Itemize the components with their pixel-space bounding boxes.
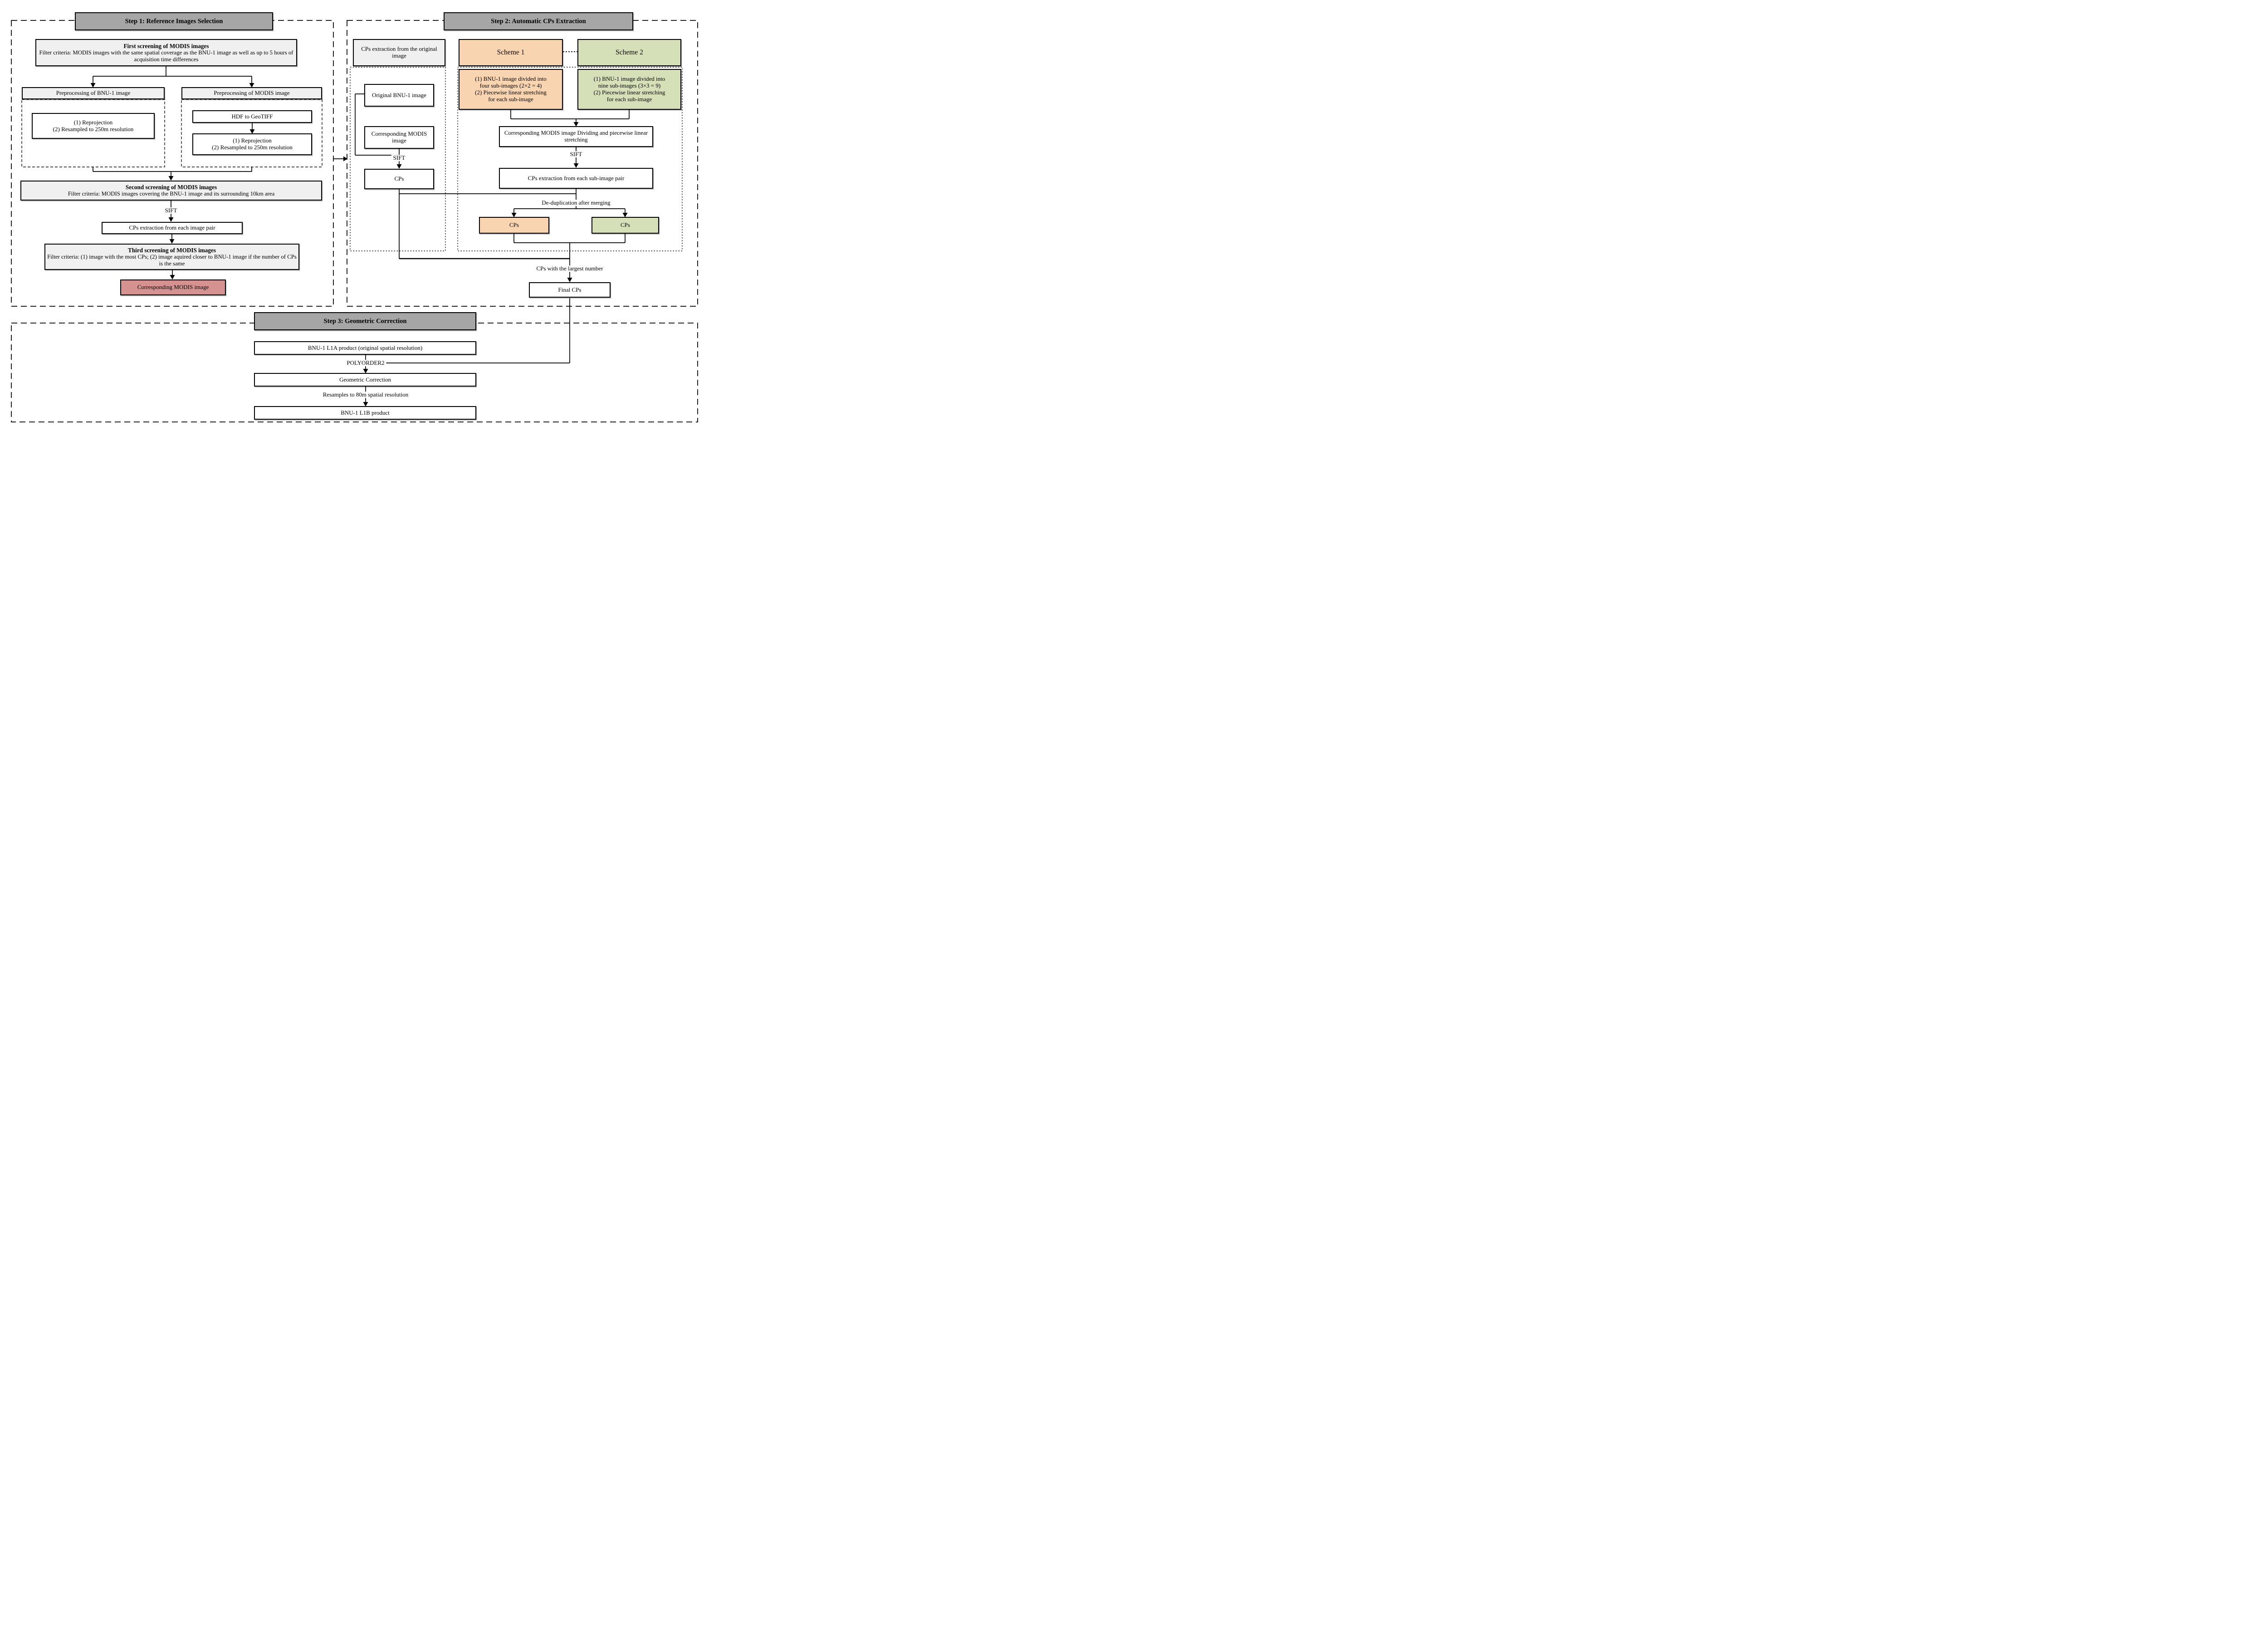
dedup-label: De-duplication after merging xyxy=(540,200,612,206)
step2-header-label: Step 2: Automatic CPs Extraction xyxy=(491,17,586,25)
step3-header-label: Step 3: Geometric Correction xyxy=(323,317,407,325)
step1-container xyxy=(11,20,334,307)
step1-lines xyxy=(93,66,343,275)
third-screening-title: Third screening of MODIS images xyxy=(128,246,216,254)
resample-label: Resamples to 80m spatial resolution xyxy=(321,392,411,398)
l1b-product-box: BNU-1 L1B product xyxy=(254,406,476,420)
first-screening-body: Filter criteria: MODIS images with the s… xyxy=(39,49,293,63)
first-screening-box: First screening of MODIS images Filter c… xyxy=(35,39,297,66)
geometric-correction-box: Geometric Correction xyxy=(254,373,476,387)
modis-dividing-box: Corresponding MODIS image Dividing and p… xyxy=(499,126,653,147)
step1-header-label: Step 1: Reference Images Selection xyxy=(125,17,223,25)
scheme2-detail-box: (1) BNU-1 image divided into nine sub-im… xyxy=(577,69,681,110)
step1-to-step2-arrowhead xyxy=(343,156,347,162)
flowchart-canvas: Step 1: Reference Images Selection First… xyxy=(0,0,701,426)
final-cps-box: Final CPs xyxy=(529,282,611,298)
corresponding-modis-image-box: Corresponding MODIS image xyxy=(364,126,434,149)
third-screening-box: Third screening of MODIS images Filter c… xyxy=(44,244,299,270)
second-screening-body: Filter criteria: MODIS images covering t… xyxy=(68,191,275,197)
step1-header: Step 1: Reference Images Selection xyxy=(75,12,273,30)
second-screening-box: Second screening of MODIS images Filter … xyxy=(20,181,322,201)
cps-scheme1-box: CPs xyxy=(479,217,549,234)
preprocessing-modis-box: Preprocessing of MODIS image xyxy=(181,87,322,99)
largest-number-label: CPs with the largest number xyxy=(534,265,605,272)
original-extraction-subcontainer xyxy=(350,67,446,251)
step3-header: Step 3: Geometric Correction xyxy=(254,312,476,330)
hdf-to-geotiff-box: HDF to GeoTIFF xyxy=(192,110,312,123)
arrowheads xyxy=(90,83,628,407)
polyorder-label: POLYORDER2 xyxy=(345,360,386,366)
sift-label-step1: SIFT xyxy=(163,207,179,214)
second-screening-title: Second screening of MODIS images xyxy=(125,184,217,191)
corresponding-modis-result-box: Corresponding MODIS image xyxy=(120,279,226,295)
l1a-product-box: BNU-1 L1A product (original spatial reso… xyxy=(254,341,476,355)
step2-header: Step 2: Automatic CPs Extraction xyxy=(444,12,633,30)
preprocessing-modis-label: Preprocessing of MODIS image xyxy=(214,89,290,97)
scheme1-detail-box: (1) BNU-1 image divided into four sub-im… xyxy=(459,69,563,110)
third-screening-body: Filter criteria: (1) image with the most… xyxy=(47,253,297,267)
preprocessing-bnu-label: Preprocessing of BNU-1 image xyxy=(56,89,131,97)
cps-subimage-box: CPs extraction from each sub-image pair xyxy=(499,168,653,189)
scheme1-header-box: Scheme 1 xyxy=(459,39,563,66)
cps-extraction-pair-box: CPs extraction from each image pair xyxy=(102,222,243,234)
sift-label-step2-right: SIFT xyxy=(568,151,584,157)
cps-original-header-box: CPs extraction from the original image xyxy=(353,39,445,66)
scheme2-header-box: Scheme 2 xyxy=(577,39,681,66)
reprojection-modis-box: (1) Reprojection (2) Resampled to 250m r… xyxy=(192,133,312,155)
original-bnu-image-box: Original BNU-1 image xyxy=(364,84,434,107)
preprocessing-bnu-box: Preprocessing of BNU-1 image xyxy=(22,87,165,99)
final-cps-to-polyorder-line xyxy=(366,298,570,363)
cps-scheme2-box: CPs xyxy=(591,217,659,234)
cps-left-box: CPs xyxy=(364,169,434,189)
reprojection-bnu-box: (1) Reprojection (2) Resampled to 250m r… xyxy=(32,113,155,139)
sift-label-step2-left: SIFT xyxy=(391,155,407,161)
first-screening-title: First screening of MODIS images xyxy=(123,42,209,49)
flow-connectors xyxy=(11,20,698,422)
